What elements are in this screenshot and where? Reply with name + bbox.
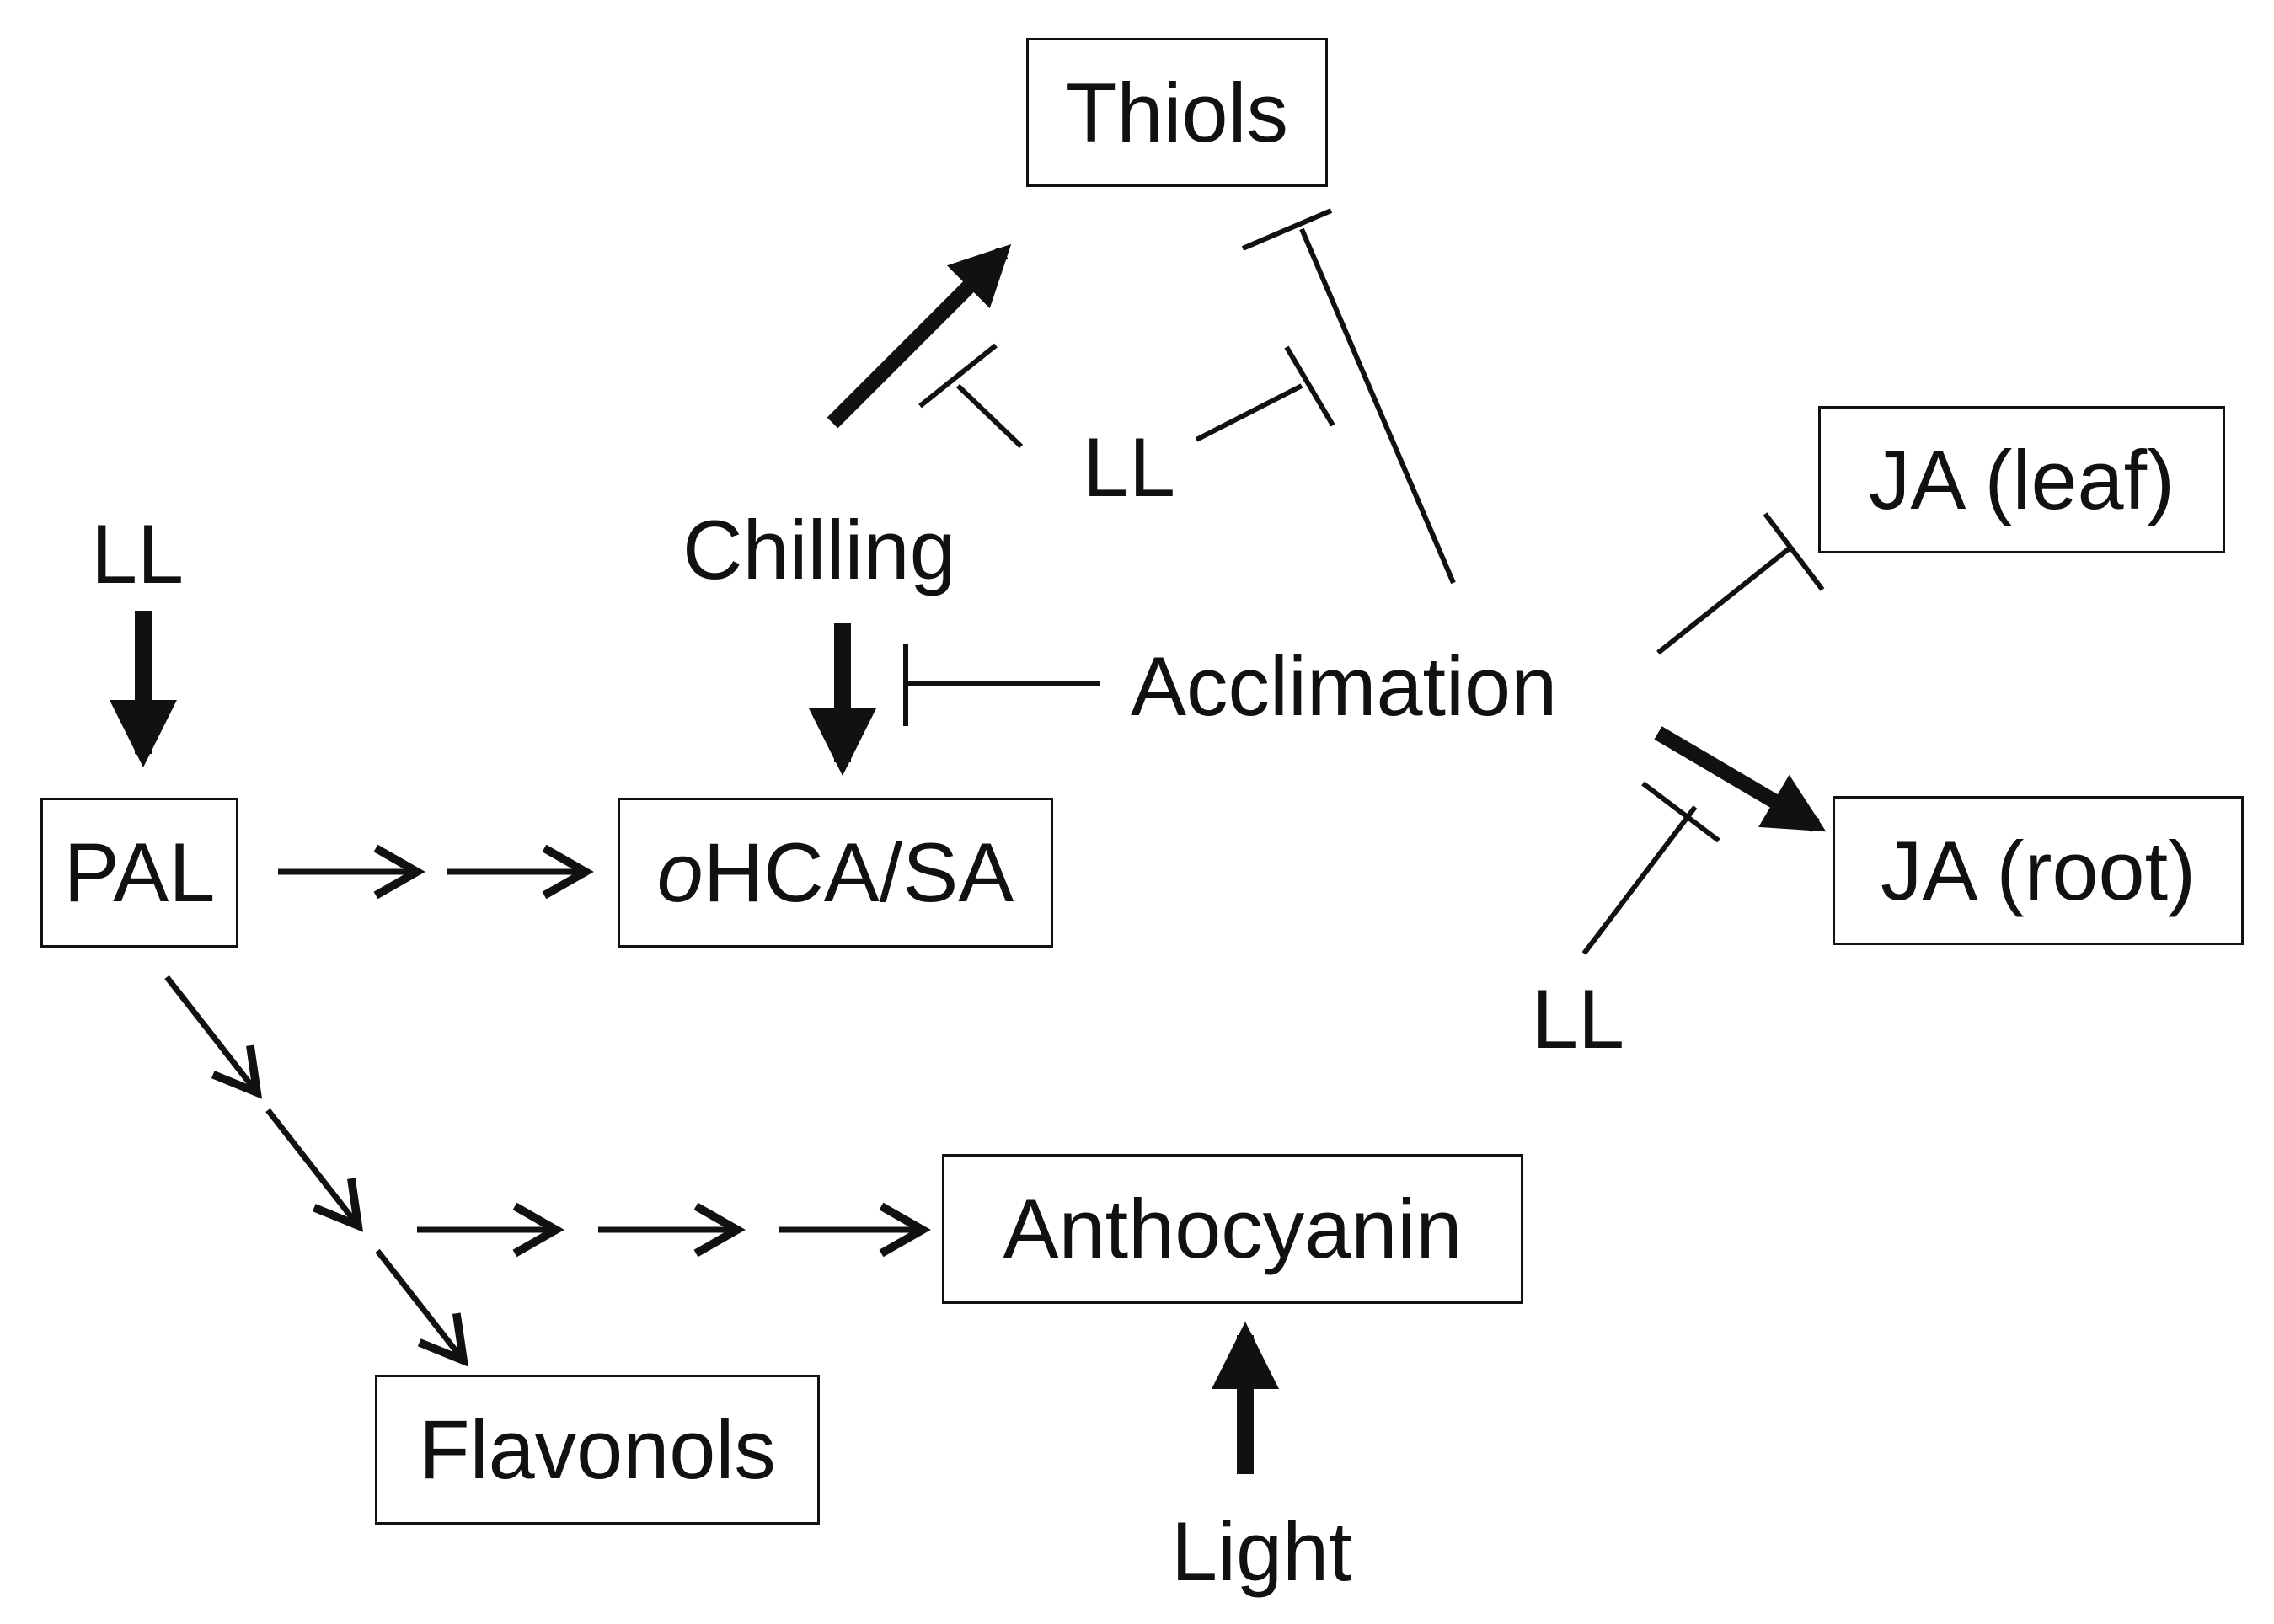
ja-root-label: JA (root) [1880, 823, 2196, 917]
chilling-label: Chilling [682, 503, 956, 596]
acclimation-inhibits-thiols-bar [1241, 208, 1333, 251]
ohca-sa-label: oHCA/SA [657, 825, 1014, 921]
acclimation-inhibits-ja-leaf-bar [1763, 512, 1825, 591]
ll-top-label: LL [1083, 420, 1176, 514]
light-label: Light [1171, 1504, 1352, 1598]
acclimation-label: Acclimation [1131, 639, 1558, 733]
anthocyanin-label: Anthocyanin [1003, 1182, 1463, 1275]
ll-inhibits-ja-root-line [1581, 805, 1698, 955]
ohca-rest: HCA/SA [703, 825, 1014, 919]
acclimation-inhibits-thiols-line [1299, 227, 1456, 585]
ll-inhibits-chilling-thiols-bar [918, 343, 998, 409]
pal-node: PAL [40, 798, 238, 948]
thiols-node: Thiols [1026, 38, 1328, 187]
ll-inhibits-acclimation-thiols-line [1195, 383, 1303, 442]
ll-left-label: LL [91, 507, 185, 601]
ohca-sa-node: oHCA/SA [618, 798, 1053, 948]
ll-bottom-label: LL [1532, 972, 1625, 1066]
pal-to-branch-arrow-1 [164, 975, 263, 1099]
ja-leaf-node: JA (leaf) [1818, 406, 2225, 553]
ohca-prefix: o [656, 825, 704, 919]
acclimation-to-ja-root-arrow [1654, 726, 1827, 832]
ja-root-node: JA (root) [1833, 796, 2244, 945]
ll-inhibits-acclimation-thiols-bar [1284, 345, 1335, 427]
ja-leaf-label: JA (leaf) [1868, 432, 2175, 526]
flavonols-node: Flavonols [375, 1375, 820, 1525]
flavonols-label: Flavonols [419, 1402, 776, 1496]
pal-to-branch-arrow-2 [265, 1108, 364, 1232]
acclimation-inhibits-ja-leaf-line [1656, 545, 1792, 655]
chilling-to-thiols-arrow [827, 243, 1012, 429]
ll-inhibits-ja-root-bar [1641, 781, 1720, 843]
ll-inhibits-chilling-thiols-line [955, 383, 1024, 449]
pal-label: PAL [63, 825, 216, 919]
anthocyanin-node: Anthocyanin [942, 1154, 1523, 1304]
branch-to-flavonols-arrow [375, 1248, 469, 1367]
thiols-label: Thiols [1065, 65, 1289, 159]
